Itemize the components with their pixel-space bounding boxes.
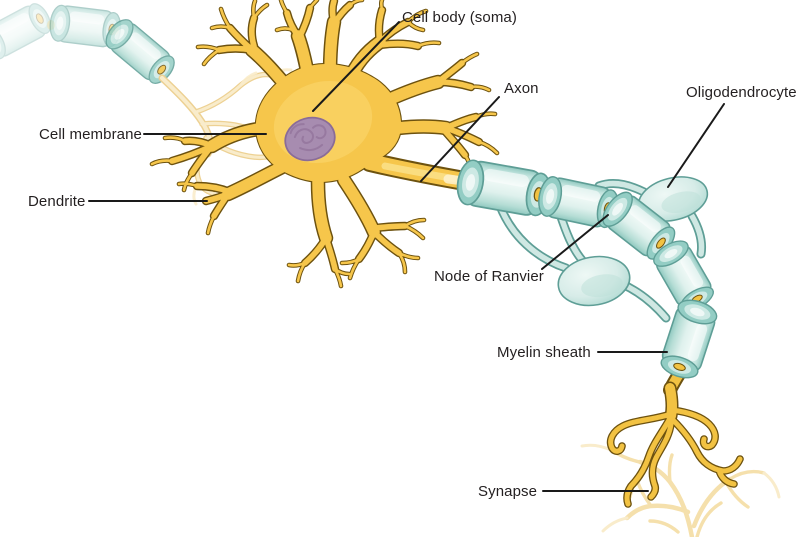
myelin-segment-5 (656, 294, 721, 383)
oligodendrocyte-body-lower (557, 255, 631, 307)
leader-axon (420, 96, 500, 182)
leader-cell-body (312, 21, 400, 112)
nucleus (284, 116, 336, 162)
label-cell-body: Cell body (soma) (402, 9, 517, 26)
axon-terminals (606, 381, 744, 508)
leader-lines (88, 21, 725, 492)
leader-node-of-ranvier (541, 214, 609, 270)
oligodendrocyte-arms (495, 179, 707, 323)
label-synapse: Synapse (478, 483, 538, 500)
dendrites (149, 0, 500, 289)
oligodendrocyte-body-upper (637, 176, 709, 222)
leader-oligodendrocyte (667, 103, 725, 188)
label-dendrite: Dendrite (28, 193, 86, 210)
label-oligodendrocyte: Oligodendrocyte (686, 84, 797, 101)
label-cell-membrane: Cell membrane (39, 126, 143, 143)
myelin-segment-1 (453, 157, 555, 220)
incoming-axon-myelin (0, 0, 181, 90)
label-myelin-sheath: Myelin sheath (497, 344, 591, 361)
label-axon: Axon (504, 80, 539, 97)
label-node-of-ranvier: Node of Ranvier (434, 268, 544, 285)
